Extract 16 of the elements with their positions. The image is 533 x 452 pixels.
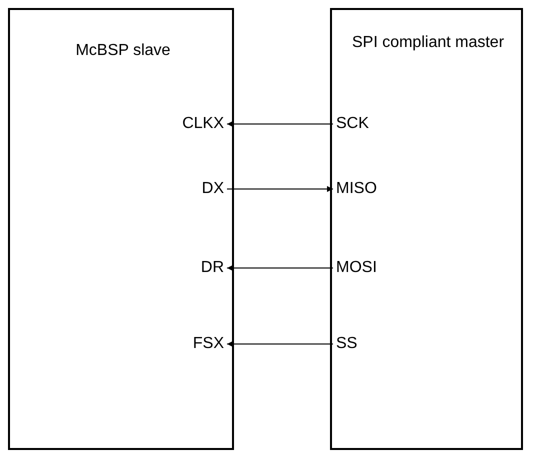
arrow [226, 265, 334, 271]
device-title: SPI compliant master [350, 33, 506, 53]
arrow [226, 121, 334, 127]
device-box [330, 8, 523, 450]
pin-label: MISO [336, 179, 377, 199]
pin-label: DX [202, 179, 224, 199]
pin-label: FSX [192, 334, 224, 354]
pin-label: DR [200, 258, 224, 278]
pin-label: CLKX [182, 114, 224, 134]
device-box [8, 8, 234, 450]
pin-label: SS [336, 334, 358, 354]
device-title: McBSP slave [74, 41, 172, 61]
arrow [226, 186, 334, 192]
pin-label: MOSI [336, 258, 377, 278]
pin-label: SCK [336, 114, 369, 134]
arrow [226, 341, 334, 347]
